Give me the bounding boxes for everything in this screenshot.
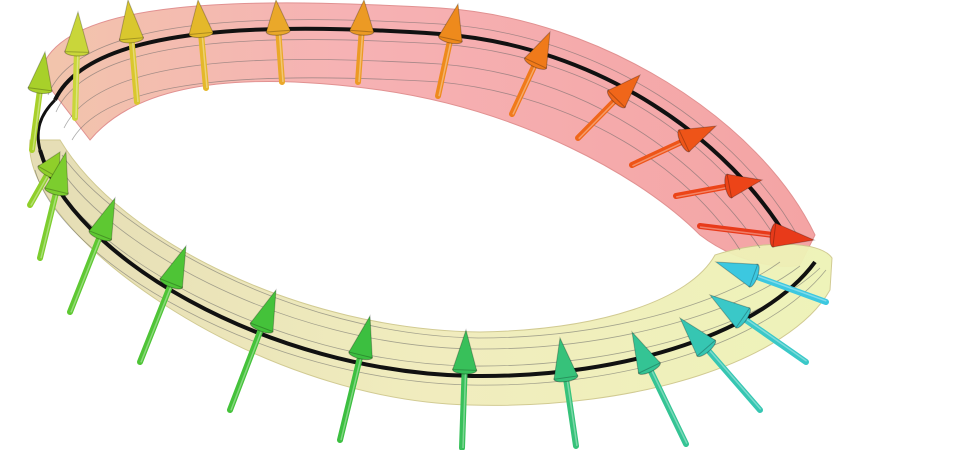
arrow-shaft [72, 48, 80, 121]
arrow-shaft-highlight [578, 99, 618, 140]
vector-arrow [265, 0, 292, 85]
arrow-head [88, 196, 116, 241]
arrow-head [348, 314, 373, 359]
arrow-shaft [67, 232, 104, 315]
vector-arrow [435, 2, 463, 99]
arrow-head [726, 173, 764, 199]
arrow-head [678, 125, 718, 153]
mobius-band-front [29, 139, 833, 406]
vector-arrow [227, 288, 277, 413]
arrow-head [64, 10, 90, 53]
arrow-head [265, 0, 292, 33]
arrow-head [553, 336, 579, 380]
arrow-shaft [562, 374, 579, 449]
arrow-shaft [137, 280, 175, 365]
vector-arrow [631, 330, 689, 447]
arrow-shaft [198, 30, 209, 91]
vector-arrow [188, 0, 214, 91]
arrow-shaft [646, 365, 689, 447]
arrow-shaft [697, 223, 778, 239]
arrow-shaft [575, 95, 620, 141]
arrow-shaft-highlight [632, 141, 685, 167]
vector-arrow [27, 50, 53, 153]
arrow-head [708, 294, 751, 329]
arrow-head [44, 150, 69, 195]
arrow-shaft [673, 183, 733, 199]
arrow-head [714, 261, 759, 288]
vector-arrow [708, 294, 809, 365]
arrow-shaft [227, 324, 265, 413]
arrow-shaft-highlight [753, 274, 827, 302]
vector-arrow [64, 10, 90, 121]
arrow-head [772, 222, 816, 248]
vector-arrow [575, 73, 642, 141]
arrow-shaft-highlight [230, 327, 264, 411]
arrow-shaft-highlight [699, 226, 775, 237]
arrow-head [678, 316, 717, 357]
arrow-shaft-highlight [32, 89, 42, 151]
arrow-shaft [355, 28, 365, 85]
arrow-shaft-highlight [462, 369, 467, 449]
vector-arrow [67, 196, 116, 315]
vector-arrow [714, 261, 829, 305]
vector-arrow [337, 314, 373, 443]
arrow-head [523, 30, 551, 69]
arrow-shaft [275, 28, 285, 85]
arrow-shaft-highlight [131, 38, 139, 102]
arrow-shaft [27, 169, 52, 208]
arrow-shaft-highlight [140, 283, 173, 363]
arrow-shaft [128, 35, 140, 105]
arrow-shaft-highlight [512, 63, 538, 115]
arrow-head [188, 0, 214, 36]
arrow-shaft [739, 314, 809, 365]
arrow-shaft-highlight [649, 367, 688, 444]
arrow-shaft [629, 137, 688, 168]
vector-arrow [629, 125, 718, 168]
arrow-shaft-highlight [438, 39, 453, 97]
arrow-shaft-highlight [30, 172, 51, 206]
arrow-head [451, 328, 478, 371]
vector-arrow [673, 173, 764, 199]
arrow-shaft-highlight [340, 354, 363, 441]
arrow-head [437, 2, 463, 43]
arrow-shaft-highlight [706, 347, 762, 410]
arrow-shaft-highlight [70, 235, 102, 313]
vector-arrow [678, 316, 763, 413]
arrow-head [607, 73, 642, 109]
arrow-shaft-highlight [566, 377, 578, 446]
vector-arrow [348, 0, 375, 85]
vector-arrow [37, 150, 69, 261]
arrow-head [159, 244, 187, 289]
vector-arrow [697, 222, 816, 248]
arrow-head [348, 0, 375, 33]
arrow-shaft [435, 35, 454, 99]
arrow-shaft [459, 366, 468, 450]
arrow-head [118, 0, 145, 41]
arrow-head [631, 330, 662, 374]
arrow-shaft [703, 345, 763, 413]
arrow-shaft [337, 351, 364, 443]
arrow-shaft [37, 187, 60, 261]
arrow-shaft-highlight [676, 186, 730, 198]
arrow-head [27, 50, 53, 92]
arrow-shaft-highlight [278, 31, 284, 82]
arrow-shaft [509, 60, 539, 117]
arrow-shaft-highlight [742, 316, 808, 362]
arrow-shaft [750, 272, 829, 305]
arrow-shaft-highlight [201, 33, 208, 88]
tangent-vector-field [27, 0, 829, 450]
vector-arrow [118, 0, 145, 105]
arrow-shaft [29, 86, 44, 153]
arrow-shaft-highlight [40, 190, 59, 259]
vector-arrow [451, 328, 478, 450]
vector-arrow [137, 244, 187, 365]
vector-arrow [509, 30, 551, 117]
arrow-shaft-highlight [75, 51, 79, 119]
arrow-head [249, 288, 277, 333]
arrow-shaft-highlight [358, 31, 364, 83]
vector-arrow [553, 336, 579, 449]
